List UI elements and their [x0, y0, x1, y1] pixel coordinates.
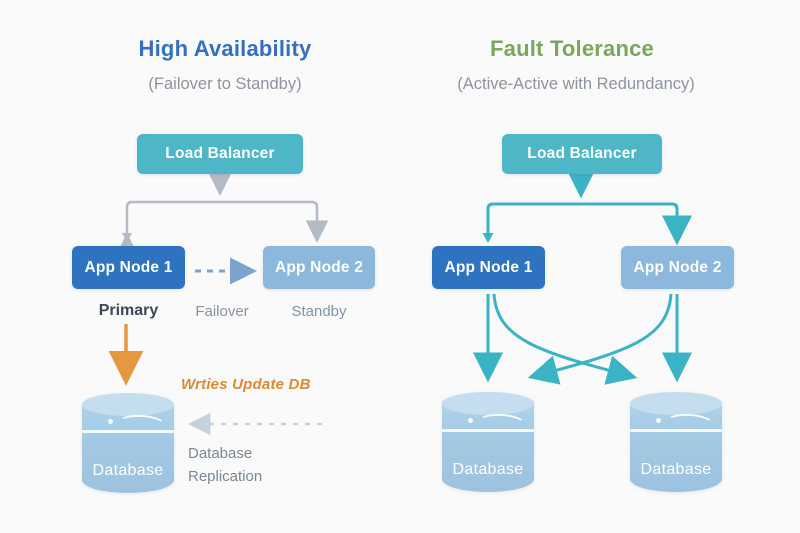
- left-panel-title: High Availability: [138, 36, 312, 61]
- app-node-2-label-left: App Node 2: [274, 258, 364, 276]
- app-node-1-left: App Node 1: [72, 246, 185, 289]
- database-cylinder-divider: [442, 429, 534, 432]
- database-cylinder-body: [82, 404, 174, 493]
- load-balancer-node-right: Load Balancer: [502, 134, 662, 174]
- load-balancer-label-left: Load Balancer: [165, 145, 275, 162]
- failover-label: Failover: [195, 303, 249, 320]
- database-cylinder-divider: [630, 429, 722, 432]
- standby-label: Standby: [291, 303, 347, 320]
- database-cylinder-right-2: Database: [630, 392, 722, 492]
- right-panel-title: Fault Tolerance: [490, 36, 654, 61]
- right-panel-subtitle: (Active-Active with Redundancy): [457, 75, 695, 93]
- database-cylinder-divider: [82, 430, 174, 433]
- database-cylinder-top: [82, 393, 174, 416]
- app-node-1-label-right: App Node 1: [444, 258, 533, 276]
- database-highlight-dot: [108, 419, 113, 424]
- database-label-left: Database: [92, 462, 164, 479]
- database-label-right-1: Database: [452, 461, 524, 478]
- branch-arrowhead-left: [122, 233, 132, 242]
- database-highlight-dot: [656, 418, 661, 423]
- load-balancer-label-right: Load Balancer: [527, 145, 637, 162]
- app-node-1-label-left: App Node 1: [84, 258, 173, 276]
- app-node-2-right: App Node 2: [621, 246, 734, 289]
- database-cylinder-top: [630, 392, 722, 415]
- database-cylinder-right-1: Database: [442, 392, 534, 492]
- database-replication-label: Database Replication: [188, 445, 263, 485]
- node2-to-db1-arrow: [527, 293, 673, 385]
- database-label-right-2: Database: [640, 461, 712, 478]
- branch-arrowhead-right: [482, 233, 494, 243]
- database-cylinder-body: [442, 403, 534, 492]
- database-cylinder-left: Database: [82, 393, 174, 493]
- app-node-2-left: App Node 2: [263, 246, 375, 289]
- primary-label: Primary: [98, 302, 159, 319]
- left-panel-subtitle: (Failover to Standby): [148, 75, 302, 93]
- app-node-1-right: App Node 1: [432, 246, 545, 289]
- database-highlight-dot: [468, 418, 473, 423]
- writes-update-db-label: Wrties Update DB: [181, 376, 311, 393]
- database-cylinder-body: [630, 403, 722, 492]
- lb-branch-arrows-right: [486, 202, 692, 246]
- node1-to-db2-arrow: [492, 293, 638, 385]
- database-cylinder-top: [442, 392, 534, 415]
- load-balancer-node-left: Load Balancer: [137, 134, 303, 174]
- app-node-2-label-right: App Node 2: [633, 258, 722, 276]
- lb-branch-arrows-left: [115, 200, 329, 256]
